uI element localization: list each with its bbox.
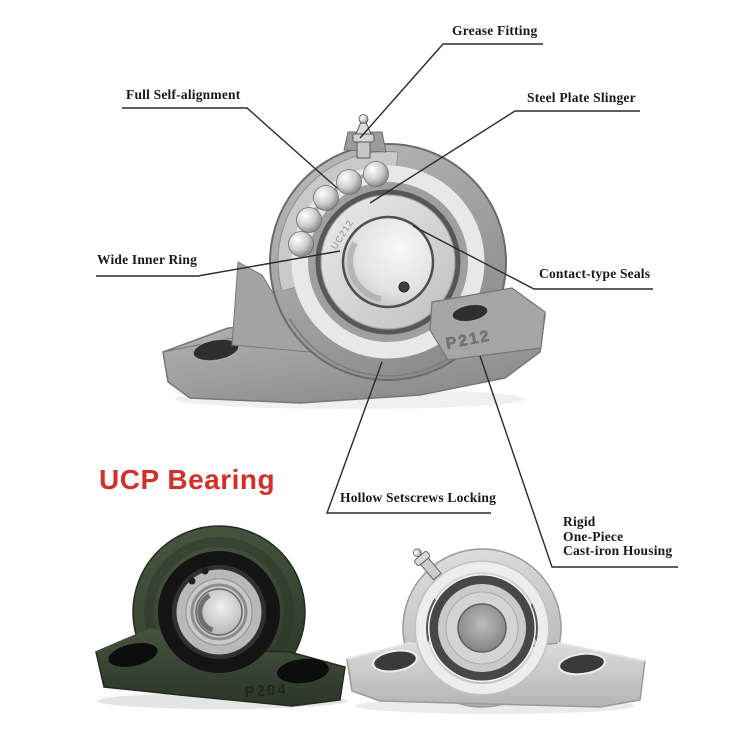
right-foot-bolt-hole [451,304,489,322]
silver-right-bolt-hole [558,652,606,676]
silver-bearing-insert [414,560,550,696]
label-grease-fitting: Grease Fitting [452,23,538,38]
leader-contact-type-seals [412,225,653,290]
silver-grease-fitting [412,548,442,581]
leader-wide-inner-ring [96,250,341,277]
label-rigid-line1: Rigid [563,514,596,529]
leader-steel-plate-slinger [369,110,640,204]
main-bearing-illustration: UC212 P212 [162,114,546,409]
label-rigid-line2: One-Piece [563,528,624,544]
label-full-self-alignment: Full Self-alignment [126,87,241,102]
green-bore [195,588,243,636]
leader-hollow-setscrews [326,361,491,514]
leader-full-self-alignment [122,107,338,189]
green-right-bolt-hole [277,658,329,684]
page-title: UCP Bearing [99,464,276,495]
leader-grease-fitting [359,43,543,139]
silver-bore [457,603,507,653]
silver-left-bolt-hole [372,649,418,673]
leader-lines [96,43,678,568]
ball-bearings [288,161,389,257]
green-housing-code-marking: P204 [244,681,288,701]
label-rigid-housing: Rigid One-Piece Cast-iron Housing [563,514,673,559]
label-hollow-setscrews: Hollow Setscrews Locking [340,490,497,505]
label-contact-type-seals: Contact-type Seals [539,266,651,281]
green-left-bolt-hole [108,643,158,667]
green-bearing-insert [158,551,280,673]
shaft-bore [341,215,435,309]
leader-rigid-housing [479,355,678,568]
slinger-ring [308,182,468,342]
silver-foot-highlight-right [557,642,646,662]
silver-bearing-photo [346,548,646,714]
green-bearing-photo: P204 [95,525,347,709]
grease-fitting [343,114,387,159]
label-wide-inner-ring: Wide Inner Ring [97,252,198,267]
bore-shading [347,241,382,302]
setscrew-hole [398,281,410,293]
label-steel-plate-slinger: Steel Plate Slinger [527,90,636,105]
label-rigid-line3: Cast-iron Housing [563,543,673,558]
right-foot-pad: P212 [429,287,546,361]
